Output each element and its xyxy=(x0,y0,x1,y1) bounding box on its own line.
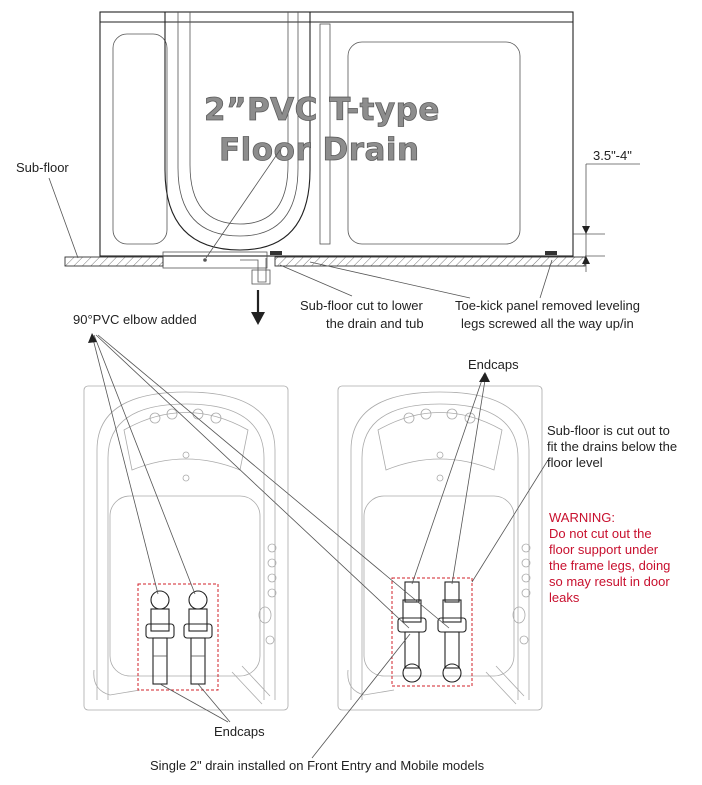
warning-line-1: Do not cut out the xyxy=(549,526,652,541)
sub-floor-label: Sub-floor xyxy=(16,160,69,175)
endcaps-label-top: Endcaps xyxy=(468,357,519,372)
single-drain-label: Single 2" drain installed on Front Entry… xyxy=(150,758,485,773)
height-dimension xyxy=(573,163,640,272)
subfloor-cutout-label-line-2: fit the drains below the xyxy=(547,439,677,454)
sub-floor xyxy=(64,251,586,267)
subfloor-cutout-label-line-1: Sub-floor is cut out to xyxy=(547,423,670,438)
diagram-title-line-2: Floor Drain xyxy=(219,132,420,168)
height-dimension-label: 3.5"-4" xyxy=(593,148,632,163)
tub-plan-view-right xyxy=(337,385,543,711)
tub-plan-view-left xyxy=(83,385,289,711)
endcaps-label-bottom: Endcaps xyxy=(214,724,265,739)
elbow-label: 90°PVC elbow added xyxy=(73,312,197,327)
subfloor-cut-label-line-1: Sub-floor cut to lower xyxy=(300,298,424,313)
warning-line-3: the frame legs, doing xyxy=(549,558,670,573)
diagram-title-line-1: 2”PVC T-type xyxy=(204,92,440,128)
tub-side-elevation xyxy=(99,11,574,325)
warning-line-4: so may result in door xyxy=(549,574,670,589)
leader-lines xyxy=(88,333,549,759)
toe-kick-label-line-2: legs screwed all the way up/in xyxy=(461,316,634,331)
toe-kick-label-line-1: Toe-kick panel removed leveling xyxy=(455,298,640,313)
subfloor-cut-label-line-2: the drain and tub xyxy=(326,316,424,331)
warning-line-2: floor support under xyxy=(549,542,659,557)
warning-line-5: leaks xyxy=(549,590,580,605)
subfloor-cutout-label-line-3: floor level xyxy=(547,455,603,470)
warning-heading: WARNING: xyxy=(549,510,615,525)
